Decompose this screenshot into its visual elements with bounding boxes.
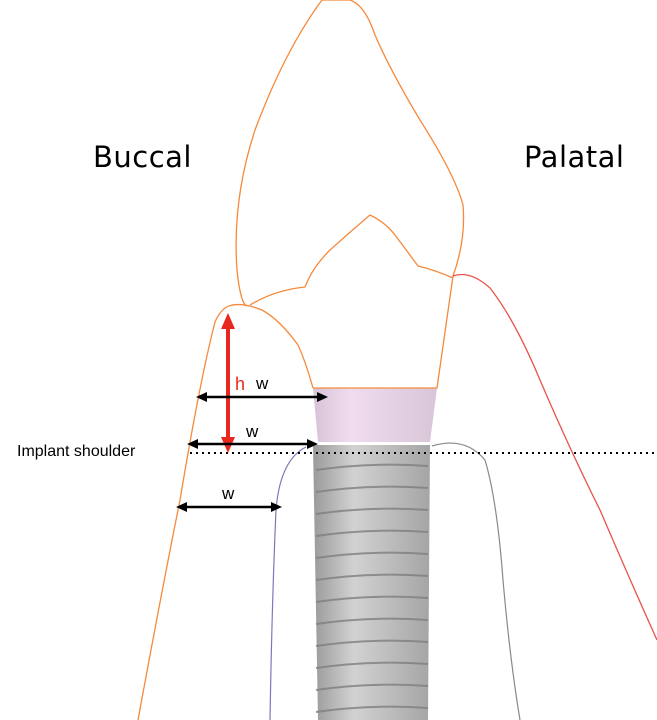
implant-thread [315, 551, 429, 559]
height-arrow [221, 313, 235, 453]
abutment [313, 388, 437, 442]
implant-thread [315, 639, 429, 647]
width-arrow-bottom [176, 502, 282, 512]
palatal-soft-tissue-line [431, 442, 521, 720]
width-arrow-top [196, 392, 328, 402]
incisal-edge-line [249, 214, 454, 306]
implant-thread [315, 683, 429, 691]
buccal-soft-tissue-line [269, 446, 307, 720]
w-label-bottom: w [222, 484, 235, 503]
implant-thread [315, 573, 429, 581]
h-label: h [235, 374, 246, 394]
implant-thread [315, 617, 429, 625]
implant-thread [315, 595, 429, 603]
implant-thread [315, 661, 429, 669]
implant-thread [315, 705, 429, 713]
crown-buccal-contour [231, 303, 314, 389]
buccal-tissue-outline [137, 304, 234, 720]
implant-thread [315, 485, 429, 493]
tooth-crown-outline [235, 0, 465, 389]
palatal-tissue-outline [452, 273, 657, 641]
w-label-middle: w [246, 422, 259, 441]
w-label-top: w [256, 374, 269, 393]
palatal-label: Palatal [524, 140, 625, 174]
implant-thread [315, 463, 429, 471]
implant-fixture [313, 445, 430, 720]
implant-shoulder-label: Implant shoulder [17, 443, 136, 460]
implant-thread [315, 507, 429, 515]
implant-thread [315, 529, 429, 537]
width-arrow-middle [187, 439, 318, 449]
buccal-label: Buccal [93, 140, 192, 174]
